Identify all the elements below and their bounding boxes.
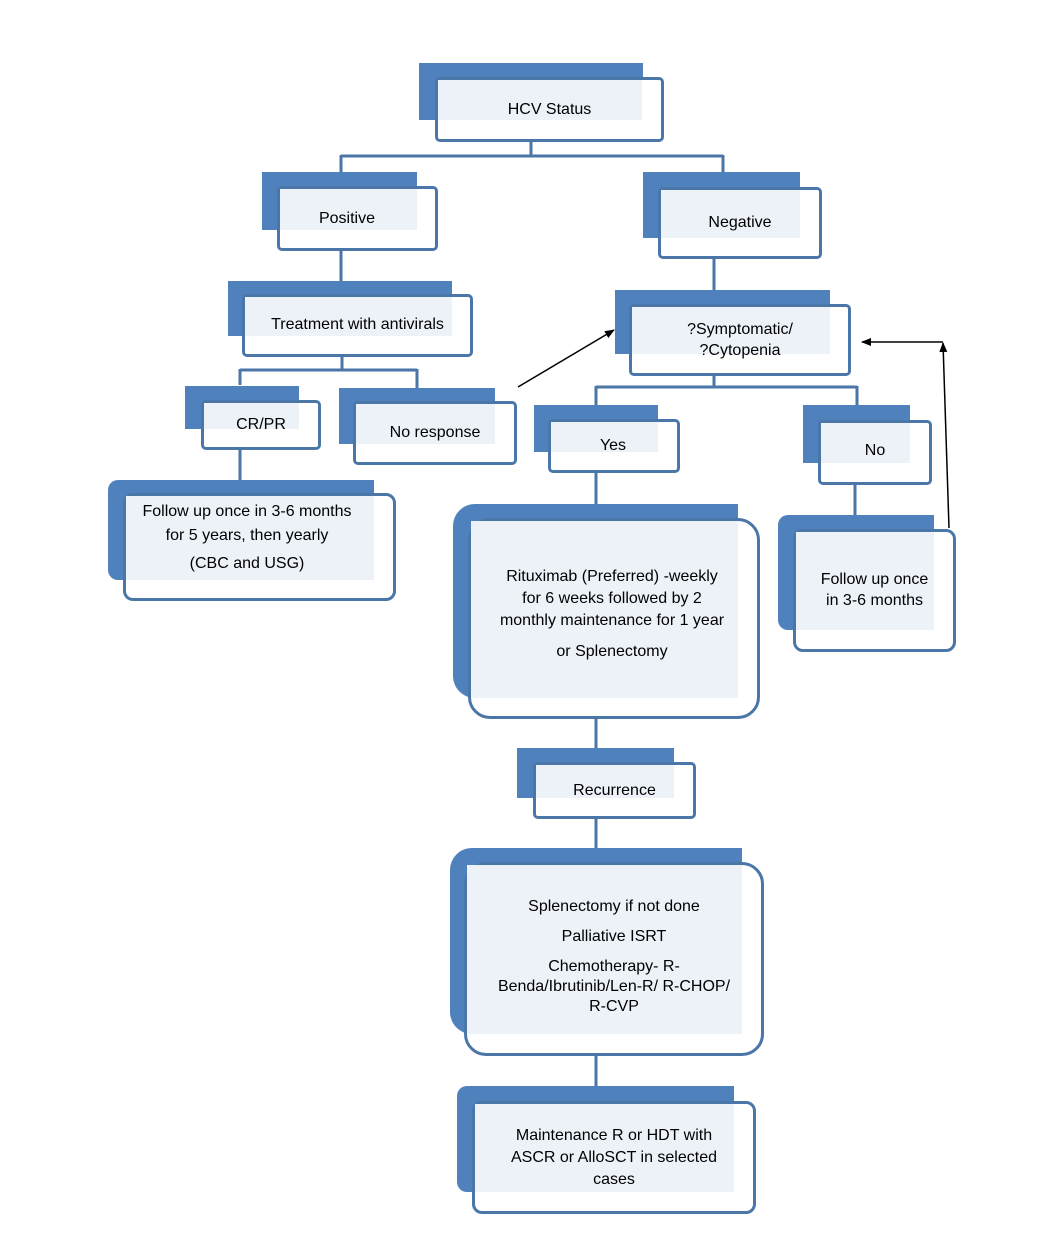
node-follow-up-short: Follow up once in 3-6 months — [778, 515, 956, 652]
node-no-label: No — [864, 441, 886, 459]
node-no: No — [803, 405, 932, 485]
node-follow-up-short-label: Follow up once in 3-6 months — [820, 571, 929, 609]
node-rituximab-label: Rituximab (Preferred) -weekly for 6 week… — [499, 567, 725, 660]
node-recurrence-label: Recurrence — [573, 781, 656, 799]
node-yes-label: Yes — [599, 436, 627, 454]
arrow-no-loop-up — [939, 342, 950, 529]
node-positive-label: Positive — [318, 209, 376, 227]
node-cr-pr: CR/PR — [185, 386, 321, 450]
node-follow-up-long: Follow up once in 3-6 months for 5 years… — [108, 480, 396, 601]
connector-hcv-to-branches — [339, 140, 725, 172]
node-positive: Positive — [262, 172, 438, 251]
node-cr-pr-label: CR/PR — [236, 415, 286, 433]
node-recurrence-options-label: Splenectomy if not done Palliative ISRT … — [497, 898, 731, 1015]
node-recurrence-options: Splenectomy if not done Palliative ISRT … — [450, 848, 764, 1056]
node-negative-label: Negative — [708, 213, 772, 231]
node-maintenance-label: Maintenance R or HDT with ASCR or AlloSC… — [510, 1127, 717, 1188]
node-maintenance: Maintenance R or HDT with ASCR or AlloSC… — [457, 1086, 756, 1214]
node-negative: Negative — [643, 172, 822, 259]
node-treatment-antivirals: Treatment with antivirals — [228, 281, 473, 357]
node-hcv-status: HCV Status — [419, 63, 664, 142]
node-symptomatic-cytopenia-label: ?Symptomatic/ ?Cytopenia — [687, 321, 793, 359]
node-symptomatic-cytopenia: ?Symptomatic/ ?Cytopenia — [615, 290, 851, 376]
node-recurrence: Recurrence — [517, 748, 696, 819]
node-no-response-label: No response — [389, 423, 481, 441]
node-hcv-status-label: HCV Status — [507, 101, 592, 118]
node-treatment-antivirals-label: Treatment with antivirals — [271, 315, 444, 333]
node-yes: Yes — [534, 405, 680, 473]
connector-treatment-to-outcomes — [238, 355, 419, 388]
node-rituximab: Rituximab (Preferred) -weekly for 6 week… — [453, 504, 760, 719]
connector-symptomatic-to-yes-no — [594, 374, 859, 405]
node-no-response: No response — [339, 388, 517, 465]
node-follow-up-long-label: Follow up once in 3-6 months for 5 years… — [142, 503, 352, 572]
arrow-no-response-to-symptomatic — [517, 329, 615, 388]
